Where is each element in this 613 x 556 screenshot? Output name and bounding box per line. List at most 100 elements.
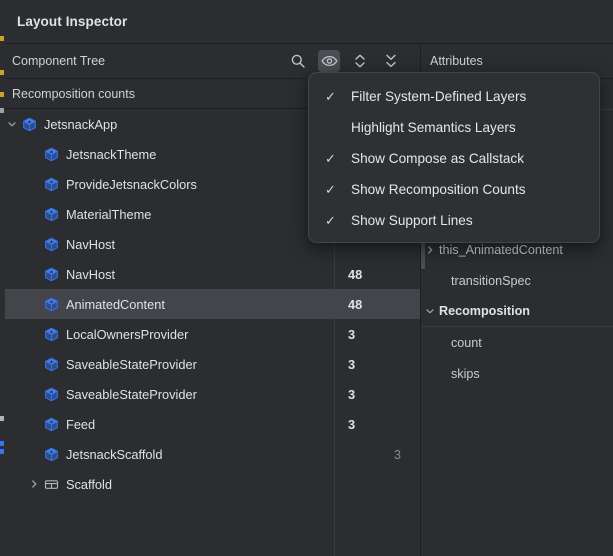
menu-item[interactable]: ✓ Show Compose as Callstack (309, 143, 599, 174)
compose-node-icon (41, 294, 61, 314)
attributes-title: Attributes (430, 54, 483, 68)
recomposition-count-cell: 3 (348, 416, 356, 432)
recomposition-count-cell: 3 (348, 356, 356, 372)
tree-node-label: Feed (66, 416, 96, 432)
tree-row[interactable]: Scaffold (5, 469, 420, 499)
menu-item[interactable]: ✓Show Support Lines (309, 205, 599, 236)
tree-row-label-cell: ProvideJetsnackColors (5, 169, 334, 199)
editor-gutter (0, 0, 5, 556)
attribute-row[interactable]: transitionSpec (421, 265, 613, 296)
gutter-marker (0, 416, 4, 421)
tree-twisty-placeholder (27, 439, 41, 469)
attribute-label: transitionSpec (451, 273, 531, 288)
gutter-marker (0, 108, 4, 113)
gutter-marker (0, 70, 4, 75)
tree-node-label: LocalOwnersProvider (66, 326, 189, 342)
tree-row-label-cell: LocalOwnersProvider (5, 319, 334, 349)
tree-node-label: JetsnackTheme (66, 146, 157, 162)
attribute-group-header[interactable]: Recomposition (421, 296, 613, 327)
tree-row-label-cell: Scaffold (5, 469, 334, 499)
tree-row-label-cell: SaveableStateProvider (5, 379, 334, 409)
tree-row-label-cell: NavHost (5, 259, 334, 289)
tree-twisty-placeholder (27, 169, 41, 199)
tree-row[interactable]: MaterialTheme (5, 199, 420, 229)
tree-node-label: JetsnackScaffold (66, 446, 163, 462)
tree-twisty-placeholder (27, 409, 41, 439)
chevron-right-icon[interactable] (421, 234, 439, 265)
menu-item[interactable]: ✓Filter System-Defined Layers (309, 81, 599, 112)
chevron-down-icon[interactable] (421, 296, 439, 327)
compose-node-icon (41, 174, 61, 194)
gutter-marker (0, 92, 4, 97)
checkmark-icon: ✓ (325, 88, 336, 104)
tree-row-label-cell: AnimatedContent (5, 289, 334, 319)
recomposition-count-cell (334, 469, 420, 499)
attribute-label: count (451, 335, 482, 350)
gutter-marker (0, 449, 4, 454)
tree-row-label-cell: SaveableStateProvider (5, 349, 334, 379)
compose-node-icon (41, 384, 61, 404)
tree-row[interactable]: Feed 3 (5, 409, 420, 439)
tree-row-label-cell: MaterialTheme (5, 199, 334, 229)
recomposition-count-cell: 3 (348, 326, 356, 342)
page-title: Layout Inspector (17, 14, 128, 29)
tree-twisty-placeholder (27, 319, 41, 349)
tree-node-label: ProvideJetsnackColors (66, 176, 197, 192)
chevron-down-icon[interactable] (5, 109, 19, 139)
tree-node-label: NavHost (66, 236, 116, 252)
tree-row[interactable]: ProvideJetsnackColors (5, 169, 420, 199)
tree-node-label: SaveableStateProvider (66, 356, 197, 372)
eye-icon[interactable] (318, 50, 340, 72)
tree-node-label: AnimatedContent (66, 296, 165, 312)
tree-row[interactable]: LocalOwnersProvider 3 (5, 319, 420, 349)
tree-row-label-cell: Feed (5, 409, 334, 439)
tree-row[interactable]: NavHost (5, 229, 420, 259)
recomposition-counts-label: Recomposition counts (12, 86, 135, 101)
checkmark-icon: ✓ (325, 150, 336, 166)
attribute-row[interactable]: count (421, 327, 613, 358)
recomposition-count-cell: 3 (393, 446, 401, 462)
attribute-row[interactable]: skips (421, 358, 613, 389)
tree-row[interactable]: JetsnackTheme (5, 139, 420, 169)
menu-item-label: Show Recomposition Counts (351, 182, 526, 197)
tree-row[interactable]: AnimatedContent 48 (5, 289, 420, 319)
compose-node-icon (19, 114, 39, 134)
tree-row[interactable]: SaveableStateProvider 3 (5, 349, 420, 379)
tree-node-label: SaveableStateProvider (66, 386, 197, 402)
tree-twisty-placeholder (27, 349, 41, 379)
component-tree-title: Component Tree (12, 54, 106, 68)
attribute-label: skips (451, 366, 480, 381)
tree-node-label: Scaffold (66, 476, 113, 492)
compose-node-icon (41, 264, 61, 284)
compose-node-icon (41, 234, 61, 254)
tree-row-label-cell: JetsnackApp (5, 109, 334, 139)
checkmark-icon: ✓ (325, 212, 336, 228)
tree-row[interactable]: JetsnackScaffold 3 (5, 439, 420, 469)
tree-row-label-cell: NavHost (5, 229, 334, 259)
menu-item[interactable]: ✓ Show Recomposition Counts (309, 174, 599, 205)
attributes-scrollbar[interactable] (421, 219, 425, 269)
recomposition-count-cell: 48 (348, 266, 363, 282)
tree-node-label: MaterialTheme (66, 206, 152, 222)
menu-item-label: Show Compose as Callstack (351, 151, 525, 166)
checkmark-icon: ✓ (325, 181, 336, 197)
tree-twisty-placeholder (27, 289, 41, 319)
attribute-label: this_AnimatedContent (439, 242, 563, 257)
recomposition-count-cell: 48 (348, 296, 363, 312)
collapse-all-icon[interactable] (380, 50, 402, 72)
search-icon[interactable] (287, 50, 309, 72)
tree-row-label-cell: JetsnackScaffold (5, 439, 334, 469)
chevron-right-icon[interactable] (27, 469, 41, 499)
attribute-row[interactable]: this_AnimatedContent (421, 234, 613, 265)
menu-item[interactable]: Highlight Semantics Layers (309, 112, 599, 143)
gutter-marker (0, 36, 4, 41)
tree-row[interactable]: NavHost 48 (5, 259, 420, 289)
expand-all-icon[interactable] (349, 50, 371, 72)
tree-row[interactable]: JetsnackApp (5, 109, 420, 139)
compose-node-icon (41, 414, 61, 434)
tree-twisty-placeholder (27, 259, 41, 289)
menu-item-label: Highlight Semantics Layers (351, 120, 516, 135)
compose-node-icon (41, 324, 61, 344)
